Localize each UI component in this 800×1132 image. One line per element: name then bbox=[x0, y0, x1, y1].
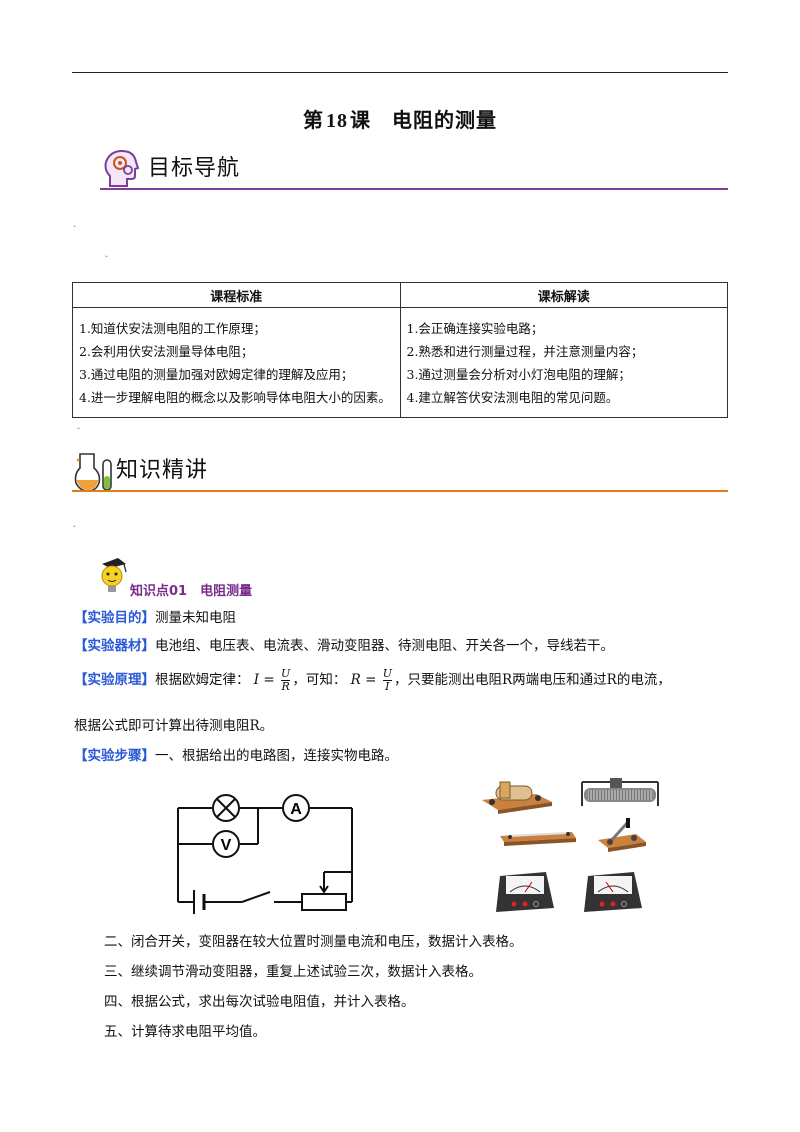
ammeter-device-icon bbox=[496, 872, 554, 912]
step-4: 四、根据公式，求出每次试验电阻值，并计入表格。 bbox=[104, 994, 415, 1010]
lesson-topic: 电阻的测量 bbox=[392, 108, 497, 132]
standard-cell: 1.知道伏安法测电阻的工作原理； 2.会利用伏安法测量导体电阻； 3.通过电阻的… bbox=[72, 307, 401, 418]
purpose-text: 测量未知电阻 bbox=[155, 610, 236, 626]
table-header-interpretation: 课标解读 bbox=[399, 282, 728, 308]
resistor-board-icon bbox=[500, 832, 576, 846]
list-item: 2.熟悉和进行测量过程，并注意测量内容； bbox=[406, 343, 644, 359]
principle-line-2: 根据公式即可计算出待测电阻R。 bbox=[74, 718, 274, 734]
knowledge-point-title: 知识点01 电阻测量 bbox=[130, 584, 253, 599]
flask-icon bbox=[74, 453, 112, 492]
formula-r: R bbox=[350, 672, 361, 688]
list-item: 3.通过电阻的测量加强对欧姆定律的理解及应用； bbox=[79, 366, 354, 382]
table-header-standard: 课程标准 bbox=[72, 282, 401, 308]
lesson-number: 18 bbox=[326, 110, 348, 132]
numerator: U bbox=[281, 667, 291, 680]
steps-tag: 【实验步骤】 bbox=[74, 748, 155, 764]
paragraph-mark: ⌄ bbox=[104, 252, 110, 259]
numerator: U bbox=[382, 667, 392, 680]
ammeter-label: A bbox=[290, 801, 302, 818]
head-gears-icon bbox=[104, 149, 140, 187]
step-5: 五、计算待求电阻平均值。 bbox=[104, 1024, 266, 1040]
step-3: 三、继续调节滑动变阻器，重复上述试验三次，数据计入表格。 bbox=[104, 964, 482, 980]
interpretation-cell: 1.会正确连接实验电路； 2.熟悉和进行测量过程，并注意测量内容； 3.通过测量… bbox=[399, 307, 728, 418]
knowledge-section-header: 知识精讲 bbox=[72, 450, 728, 492]
principle-tag: 【实验原理】 bbox=[74, 672, 155, 688]
principle-text-a: 根据欧姆定律： bbox=[155, 672, 250, 688]
paragraph-mark: ⌄ bbox=[76, 424, 82, 431]
purpose-line: 【实验目的】测量未知电阻 bbox=[74, 608, 236, 628]
list-item: 4.进一步理解电阻的概念以及影响导体电阻大小的因素。 bbox=[79, 389, 391, 405]
denominator: R bbox=[281, 680, 291, 693]
list-item: 1.会正确连接实验电路； bbox=[406, 320, 544, 336]
list-item: 3.通过测量会分析对小灯泡电阻的理解； bbox=[406, 366, 631, 382]
knowledge-rule bbox=[72, 490, 728, 492]
goals-title: 目标导航 bbox=[148, 156, 241, 181]
knowledge-title: 知识精讲 bbox=[116, 458, 209, 483]
list-item: 1.知道伏安法测电阻的工作原理； bbox=[79, 320, 266, 336]
circuit-diagram: V A bbox=[177, 794, 353, 914]
top-rule bbox=[72, 72, 728, 73]
switch-icon bbox=[598, 818, 646, 852]
rheostat-icon bbox=[581, 778, 659, 806]
equipment-line: 【实验器材】电池组、电压表、电流表、滑动变阻器、待测电阻、开关各一个，导线若干。 bbox=[74, 636, 614, 656]
goals-rule bbox=[100, 188, 728, 190]
step-1: 一、根据给出的电路图，连接实物电路。 bbox=[155, 748, 398, 764]
apparatus-images bbox=[482, 778, 659, 912]
lightbulb-icon bbox=[101, 558, 127, 592]
lesson-suffix: 课 bbox=[350, 108, 371, 132]
list-item: 2.会利用伏安法测量导体电阻； bbox=[79, 343, 254, 359]
lesson-prefix: 第 bbox=[303, 108, 324, 132]
voltmeter-label: V bbox=[221, 837, 232, 854]
purpose-tag: 【实验目的】 bbox=[74, 610, 155, 626]
principle-text-c: ，只要能测出电阻R两端电压和通过R的电流， bbox=[393, 672, 671, 688]
steps-line: 【实验步骤】一、根据给出的电路图，连接实物电路。 bbox=[74, 746, 398, 766]
equals-sign: = bbox=[259, 672, 280, 688]
curriculum-table: 课程标准 课标解读 1.知道伏安法测电阻的工作原理； 2.会利用伏安法测量导体电… bbox=[72, 282, 728, 418]
formula-i: I bbox=[253, 672, 260, 688]
paragraph-mark: ⌄ bbox=[72, 222, 78, 229]
battery-holder-icon bbox=[482, 781, 552, 814]
equipment-tag: 【实验器材】 bbox=[74, 638, 155, 654]
goals-section-header: 目标导航 bbox=[72, 148, 728, 190]
voltmeter-symbol bbox=[212, 830, 240, 858]
principle-text-b: ，可知： bbox=[292, 672, 347, 688]
equals-sign: = bbox=[360, 672, 381, 688]
list-item: 4.建立解答伏安法测电阻的常见问题。 bbox=[406, 389, 619, 405]
ammeter-symbol bbox=[282, 794, 310, 822]
denominator: I bbox=[382, 680, 392, 693]
equipment-text: 电池组、电压表、电流表、滑动变阻器、待测电阻、开关各一个，导线若干。 bbox=[155, 638, 614, 654]
step-2: 二、闭合开关，变阻器在较大位置时测量电流和电压，数据计入表格。 bbox=[104, 934, 523, 950]
paragraph-mark: ⌄ bbox=[72, 522, 78, 529]
voltmeter-device-icon bbox=[584, 872, 642, 912]
